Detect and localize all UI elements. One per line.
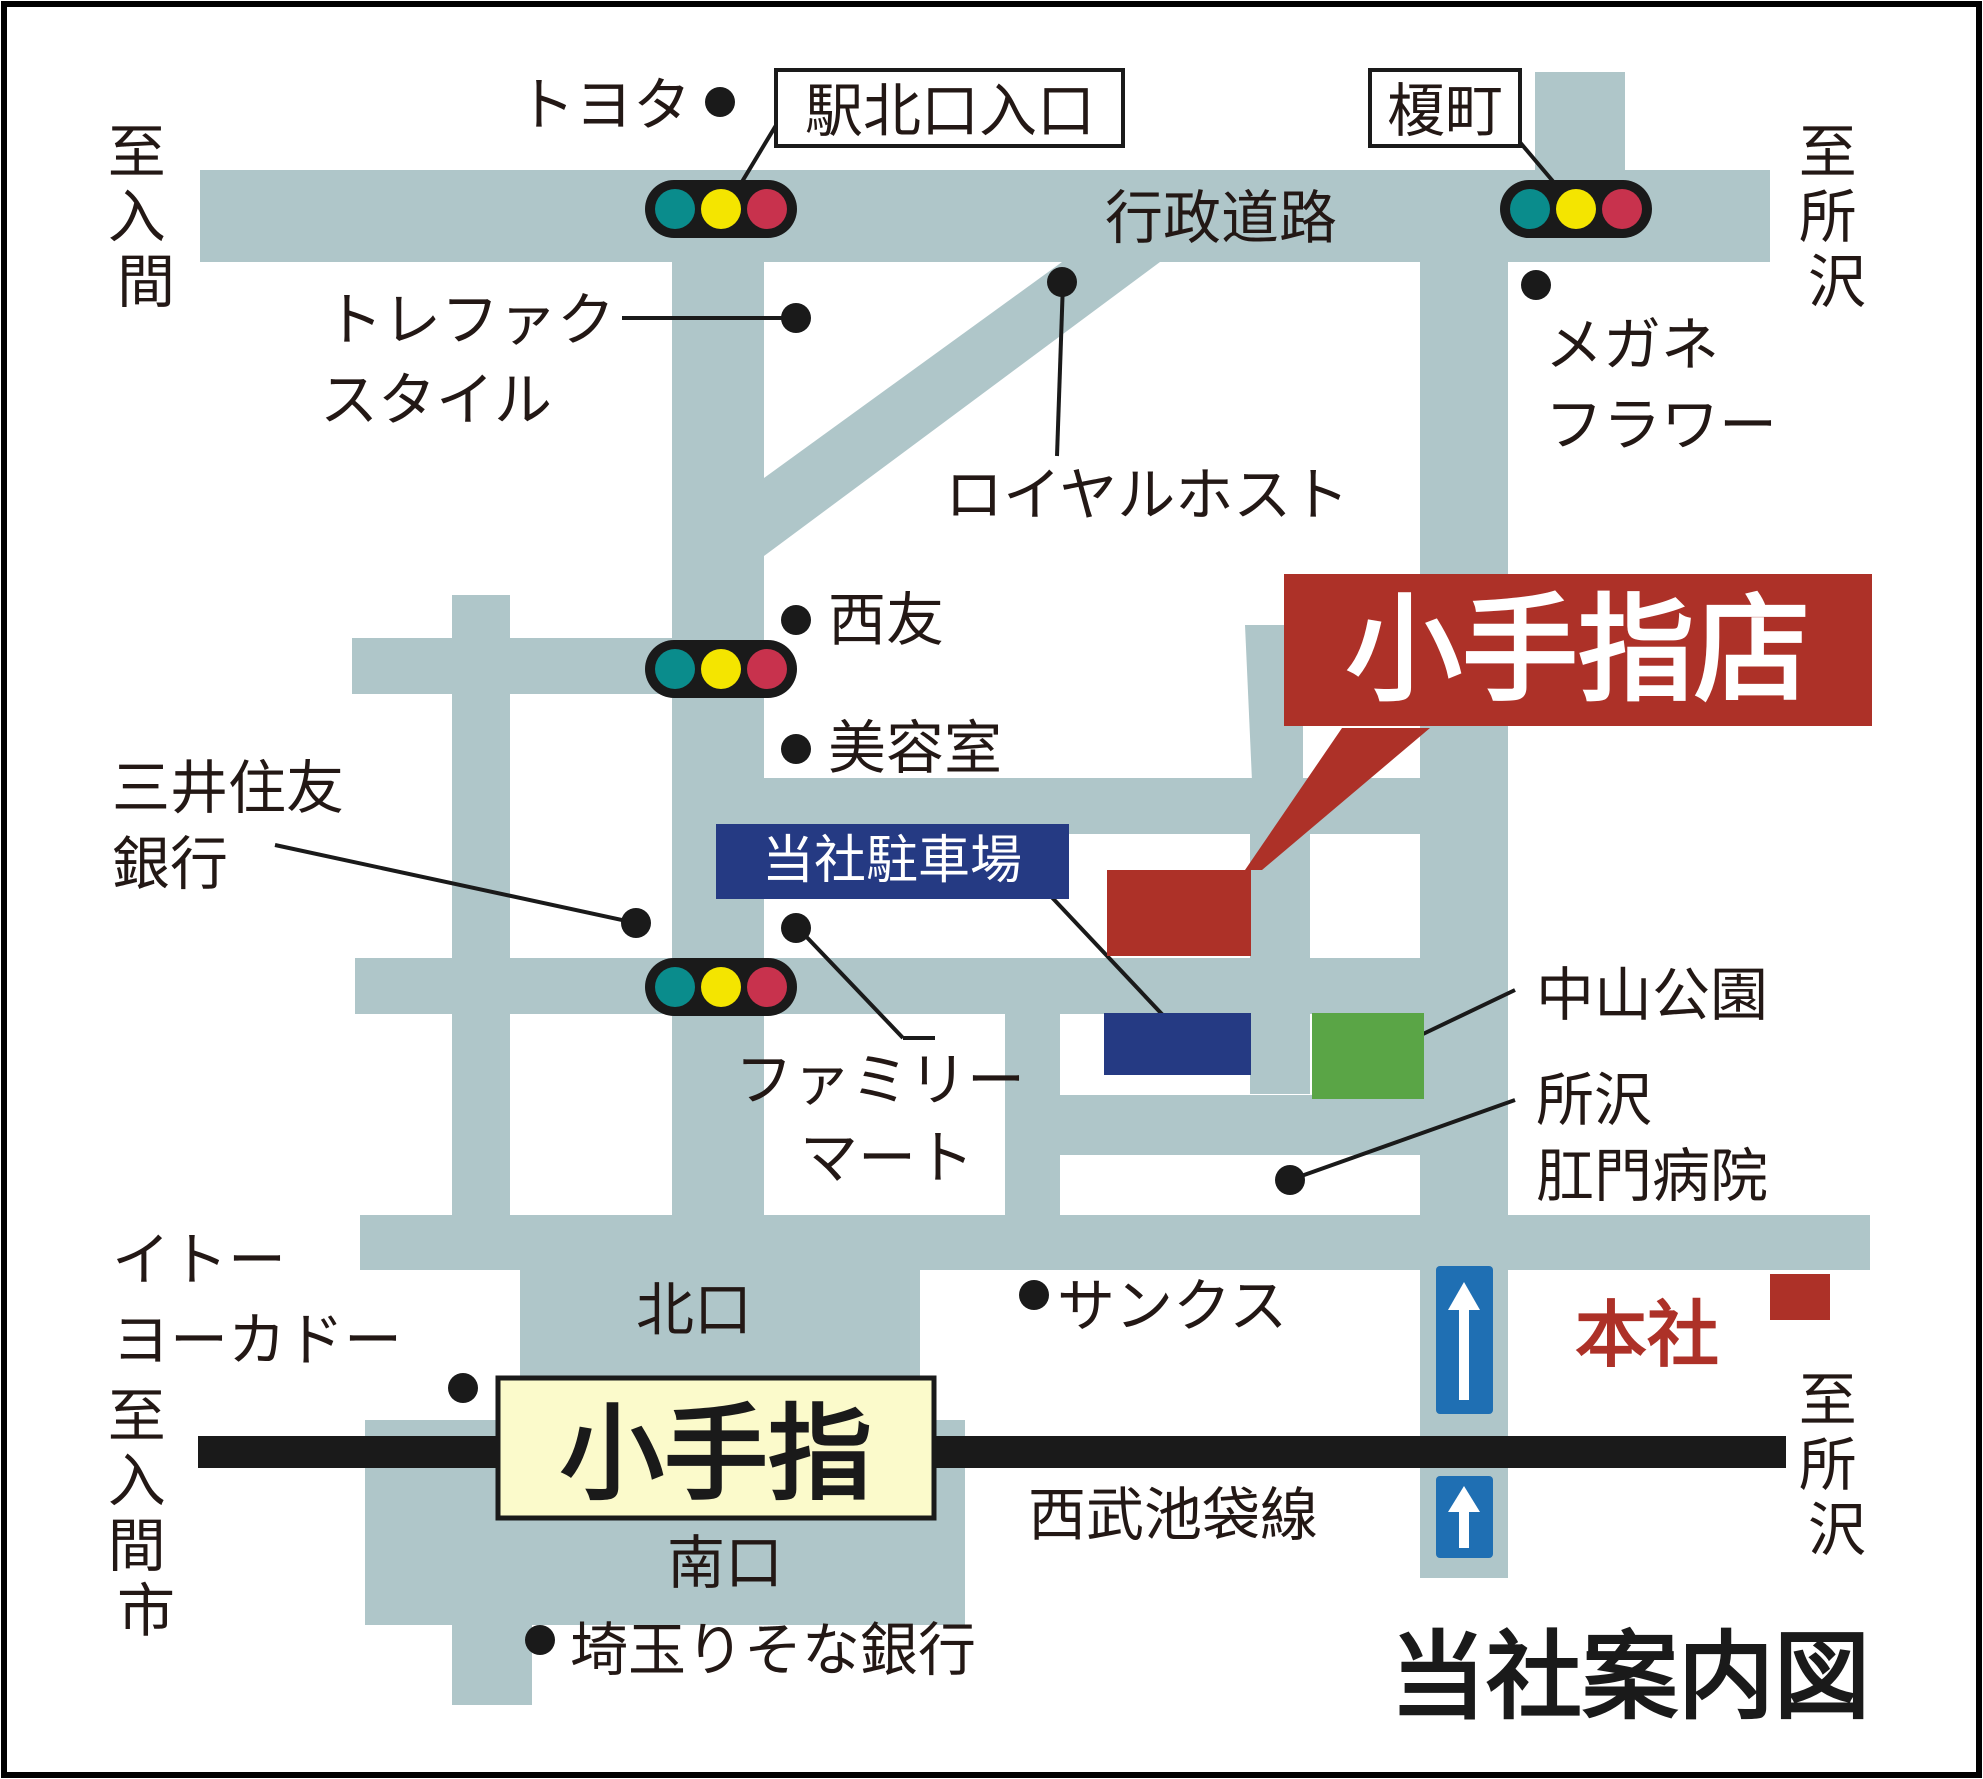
label-gyosei-road: 行政道路 xyxy=(1105,184,1337,252)
store-callout-pointer xyxy=(1245,728,1430,870)
one-way-arrow-upper xyxy=(1436,1266,1493,1414)
label-trefak-1: トレファク xyxy=(325,286,615,354)
dot-trefak xyxy=(781,303,811,333)
direction-tokorozawa-bottom-3: 沢 xyxy=(1808,1496,1866,1564)
label-trefak-2: スタイル xyxy=(320,366,552,434)
label-familymart-2: マート xyxy=(800,1124,974,1192)
direction-tokorozawa-top-1: 至 xyxy=(1799,118,1857,186)
direction-iruma-city-bottom-4: 市 xyxy=(117,1577,175,1645)
direction-iruma-city-bottom-1: 至 xyxy=(108,1382,166,1450)
nakayama-park-marker xyxy=(1312,1013,1424,1099)
dot-toyota xyxy=(705,87,735,117)
direction-iruma-city-bottom: 至 入 間 市 xyxy=(108,1382,184,1645)
parking-marker[interactable] xyxy=(1104,1013,1251,1075)
label-nakayama-park: 中山公園 xyxy=(1536,961,1768,1029)
label-megane-2: フラワー xyxy=(1545,391,1777,459)
road-vertical-left xyxy=(452,595,510,1225)
label-biyoushitsu: 美容室 xyxy=(828,714,1002,782)
direction-iruma-top: 至 入 間 xyxy=(108,118,184,316)
intersection-enokicho: 榎町 xyxy=(1387,77,1503,145)
direction-tokorozawa-top-2: 所 xyxy=(1799,183,1857,251)
store-marker[interactable] xyxy=(1107,870,1251,956)
dot-familymart xyxy=(781,913,811,943)
direction-tokorozawa-bottom-2: 所 xyxy=(1799,1431,1857,1499)
label-nishitomo: 西友 xyxy=(828,586,944,654)
head-office-label: 本社 xyxy=(1575,1293,1719,1377)
leader-royalhost xyxy=(1055,281,1065,457)
parking-label: 当社駐車場 xyxy=(762,831,1022,891)
parking-label-box[interactable] xyxy=(716,824,1069,899)
road-top-right-stub xyxy=(1535,72,1625,172)
head-office-marker[interactable] xyxy=(1770,1274,1830,1320)
leader-parking xyxy=(1043,888,1177,1030)
store-name: 小手指店 xyxy=(1346,583,1810,718)
dot-sunkus xyxy=(1019,1280,1049,1310)
label-megane-1: メガネ xyxy=(1545,311,1719,379)
label-royalhost: ロイヤルホスト xyxy=(945,461,1349,529)
road-south-exit-lower xyxy=(452,1600,532,1705)
traffic-signal-ekikita xyxy=(645,180,797,238)
label-sunkus: サンクス xyxy=(1057,1272,1287,1340)
label-familymart-1: ファミリー xyxy=(735,1046,1025,1114)
traffic-signal-enokicho xyxy=(1500,180,1652,238)
intersection-ekikita: 駅北口入口 xyxy=(805,77,1095,145)
ekikita-box xyxy=(774,68,1125,148)
label-hospital-1: 所沢 xyxy=(1536,1066,1652,1134)
traffic-signal-nishitomo xyxy=(645,640,797,698)
leader-hospital xyxy=(1289,1098,1516,1182)
store-callout-box[interactable] xyxy=(1284,574,1872,726)
road-horizontal-mid xyxy=(355,958,1425,1014)
dot-hospital xyxy=(1275,1165,1305,1195)
label-south-exit: 南口 xyxy=(667,1529,783,1597)
enokicho-box xyxy=(1368,68,1522,148)
dot-royalhost xyxy=(1047,267,1077,297)
landmark-dots xyxy=(448,87,1551,1655)
direction-iruma-top-2: 入 xyxy=(108,183,166,251)
label-resona: 埼玉りそな銀行 xyxy=(570,1616,976,1684)
one-way-arrow-lower xyxy=(1436,1476,1493,1558)
road-vertical-center2 xyxy=(1250,834,1310,1094)
direction-tokorozawa-bottom-1: 至 xyxy=(1799,1366,1857,1434)
label-mitsui-1: 三井住友 xyxy=(112,754,344,822)
dot-megane xyxy=(1521,270,1551,300)
leader-mitsui xyxy=(274,843,637,925)
station-name: 小手指 xyxy=(560,1393,872,1515)
dot-resona xyxy=(525,1625,555,1655)
road-horizontal-bottom xyxy=(360,1215,1870,1270)
station-box[interactable] xyxy=(495,1375,937,1521)
dot-itoyokado xyxy=(448,1373,478,1403)
label-hospital-2: 肛門病院 xyxy=(1536,1142,1768,1210)
direction-iruma-top-3: 間 xyxy=(117,248,175,316)
direction-tokorozawa-bottom: 至 所 沢 xyxy=(1799,1366,1875,1564)
road-horizontal-lower xyxy=(1005,1095,1425,1155)
road-horizontal-nishitomo xyxy=(352,638,677,694)
map-title: 当社案内図 xyxy=(1390,1621,1870,1733)
label-toyota: トヨタ xyxy=(517,71,691,139)
label-mitsui-2: 銀行 xyxy=(112,830,228,898)
dot-biyoushitsu xyxy=(781,734,811,764)
dot-nishitomo xyxy=(781,605,811,635)
direction-tokorozawa-top: 至 所 沢 xyxy=(1799,118,1875,316)
road-vertical-main xyxy=(672,250,764,1230)
direction-tokorozawa-top-3: 沢 xyxy=(1808,248,1866,316)
rail-line xyxy=(198,1436,1786,1468)
label-rail-line: 西武池袋線 xyxy=(1028,1481,1318,1549)
label-north-exit: 北口 xyxy=(636,1276,752,1344)
direction-iruma-city-bottom-3: 間 xyxy=(108,1512,166,1580)
traffic-signal-mitsui xyxy=(645,958,797,1016)
leader-familymart xyxy=(796,926,905,1040)
direction-iruma-city-bottom-2: 入 xyxy=(108,1447,166,1515)
dot-mitsui xyxy=(621,908,651,938)
label-itoyokado-2: ヨーカドー xyxy=(112,1306,402,1374)
direction-iruma-top-1: 至 xyxy=(108,118,166,186)
label-itoyokado-1: イトー xyxy=(112,1226,286,1294)
